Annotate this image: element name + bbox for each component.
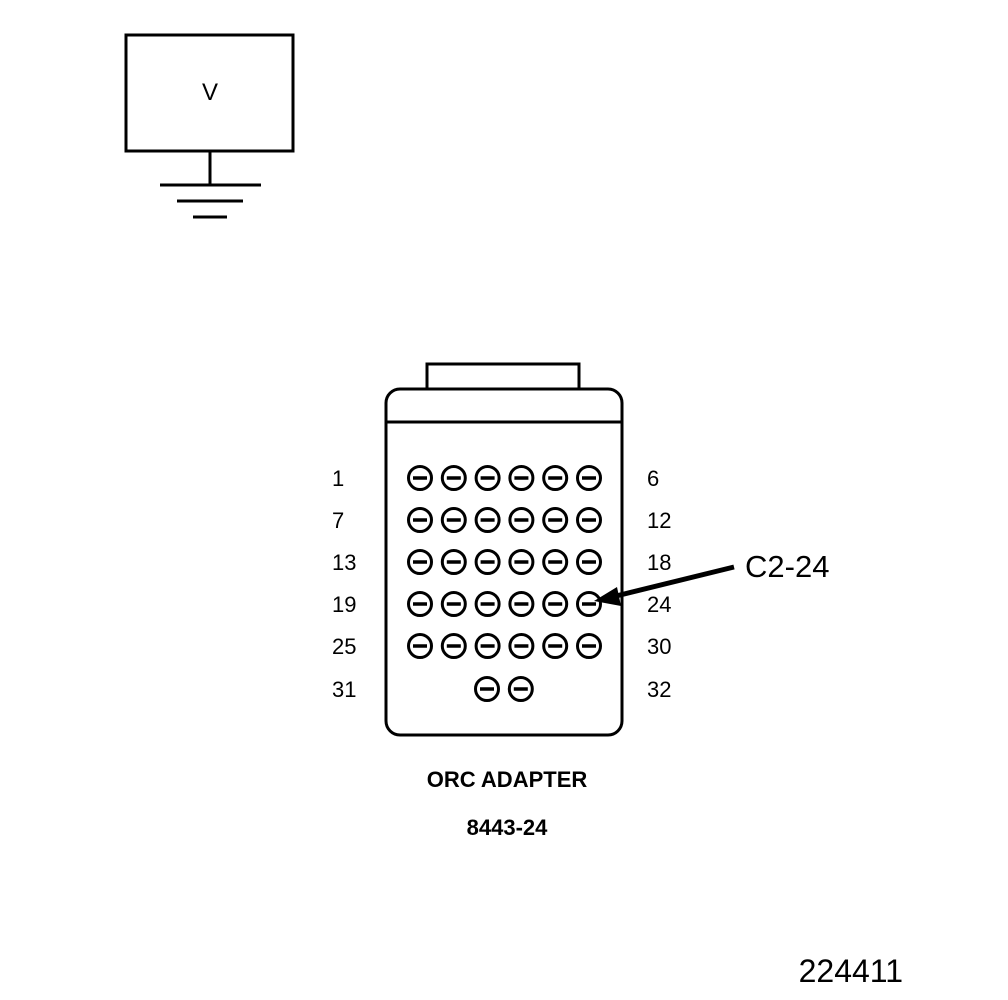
ground-symbol-icon <box>160 183 261 219</box>
pin-socket-icon <box>474 676 500 702</box>
arrow-head-icon <box>594 587 621 606</box>
right-row-label: 18 <box>647 550 671 575</box>
pin-socket-icon <box>407 591 433 617</box>
pin-socket-icon <box>542 549 569 575</box>
pin-socket-icon <box>508 549 535 575</box>
left-row-label: 7 <box>332 508 344 533</box>
adapter-name: ORC ADAPTER <box>427 767 588 792</box>
callout-arrow-line <box>611 564 735 600</box>
pin-grid <box>407 465 602 702</box>
pin-socket-icon <box>474 507 501 533</box>
right-row-label: 12 <box>647 508 671 533</box>
pin-socket-icon <box>474 549 501 575</box>
pin-socket-icon <box>508 591 535 617</box>
orc-adapter-connector <box>384 362 624 737</box>
left-row-label: 19 <box>332 592 356 617</box>
pin-socket-icon <box>576 465 602 491</box>
voltmeter-label: V <box>202 79 218 106</box>
pin-socket-icon <box>440 549 467 575</box>
pin-socket-icon <box>542 591 569 617</box>
left-pin-labels: 1 7 13 19 25 31 <box>332 466 356 702</box>
pin-socket-icon <box>474 633 501 659</box>
voltmeter: V <box>124 33 295 219</box>
pin-socket-icon <box>508 465 535 491</box>
pin-socket-icon <box>407 549 433 575</box>
pin-socket-icon <box>440 633 467 659</box>
pin-socket-icon <box>474 465 501 491</box>
right-row-label: 24 <box>647 592 671 617</box>
pin-socket-icon <box>407 507 433 533</box>
pin-socket-icon <box>576 633 602 659</box>
adapter-part-number: 8443-24 <box>467 815 549 840</box>
pin-socket-icon <box>508 507 535 533</box>
right-row-label: 6 <box>647 466 659 491</box>
left-row-label: 31 <box>332 677 356 702</box>
pin-socket-icon <box>576 507 602 533</box>
pin-socket-icon <box>508 633 535 659</box>
pin-socket-icon <box>474 591 501 617</box>
right-row-label: 32 <box>647 677 671 702</box>
pin-socket-icon <box>542 507 569 533</box>
left-row-label: 13 <box>332 550 356 575</box>
pin-socket-icon <box>542 465 569 491</box>
callout-label: C2-24 <box>745 549 829 584</box>
pin-socket-icon <box>440 465 467 491</box>
pin-socket-icon <box>542 633 569 659</box>
pin-socket-icon <box>576 549 602 575</box>
pin-socket-icon <box>407 465 433 491</box>
figure-id: 224411 <box>799 953 903 989</box>
connector-latch <box>425 362 581 393</box>
pin-callout: C2-24 <box>594 549 829 606</box>
pin-socket-icon <box>440 507 467 533</box>
pin-socket-icon <box>576 591 602 617</box>
right-pin-labels: 6 12 18 24 30 32 <box>647 466 671 702</box>
left-row-label: 1 <box>332 466 344 491</box>
right-row-label: 30 <box>647 634 671 659</box>
left-row-label: 25 <box>332 634 356 659</box>
pin-socket-icon <box>440 591 467 617</box>
pin-socket-icon <box>507 676 534 702</box>
pin-socket-icon <box>407 633 433 659</box>
